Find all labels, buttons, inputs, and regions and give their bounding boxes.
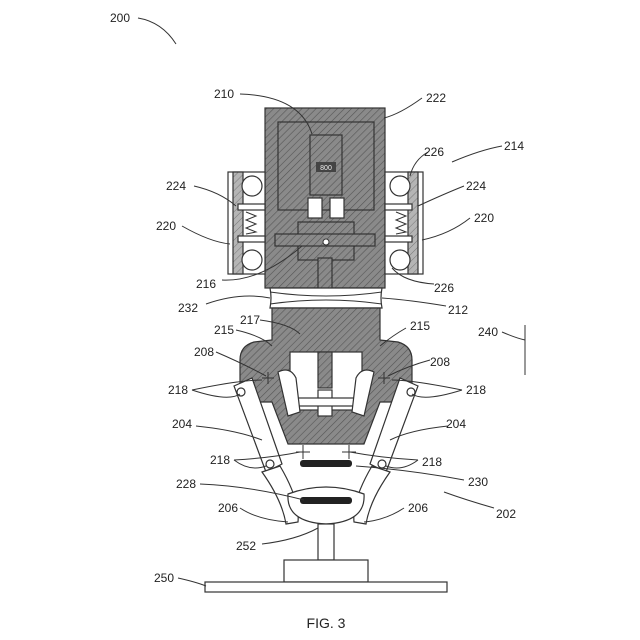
label-250: 250 — [154, 571, 174, 585]
label-218-lower-left: 218 — [210, 453, 230, 467]
figure-caption: FIG. 3 — [307, 615, 346, 631]
label-224-right: 224 — [466, 179, 486, 193]
label-206-left: 206 — [218, 501, 238, 515]
inner-label: 800 — [320, 165, 332, 172]
label-232: 232 — [178, 301, 198, 315]
label-240: 240 — [478, 325, 498, 339]
label-206-right: 206 — [408, 501, 428, 515]
label-226-bottom: 226 — [434, 281, 454, 295]
label-215-left: 215 — [214, 323, 234, 337]
label-224-left: 224 — [166, 179, 186, 193]
label-228: 228 — [176, 477, 196, 491]
label-218-upper-left: 218 — [168, 383, 188, 397]
label-220-right: 220 — [474, 211, 494, 225]
label-208-left: 208 — [194, 345, 214, 359]
stand — [284, 524, 368, 582]
label-204-left: 204 — [172, 417, 192, 431]
label-215-right: 215 — [410, 319, 430, 333]
label-222: 222 — [426, 91, 446, 105]
label-214: 214 — [504, 139, 524, 153]
right-bearing-assembly — [385, 172, 423, 274]
label-226-top: 226 — [424, 145, 444, 159]
label-218-upper-right: 218 — [466, 383, 486, 397]
label-212: 212 — [448, 303, 468, 317]
label-230: 230 — [468, 475, 488, 489]
label-210: 210 — [214, 87, 234, 101]
label-204-right: 204 — [446, 417, 466, 431]
label-216: 216 — [196, 277, 216, 291]
label-220-left: 220 — [156, 219, 176, 233]
gripped-object — [288, 487, 364, 524]
label-200: 200 — [110, 11, 130, 25]
left-bearing-assembly — [228, 172, 265, 274]
label-208-right: 208 — [430, 355, 450, 369]
base-plate — [205, 582, 447, 592]
gripper-pad — [300, 460, 352, 467]
label-217: 217 — [240, 313, 260, 327]
label-252: 252 — [236, 539, 256, 553]
label-218-lower-right: 218 — [422, 455, 442, 469]
label-202: 202 — [496, 507, 516, 521]
flexible-connector — [270, 288, 382, 308]
